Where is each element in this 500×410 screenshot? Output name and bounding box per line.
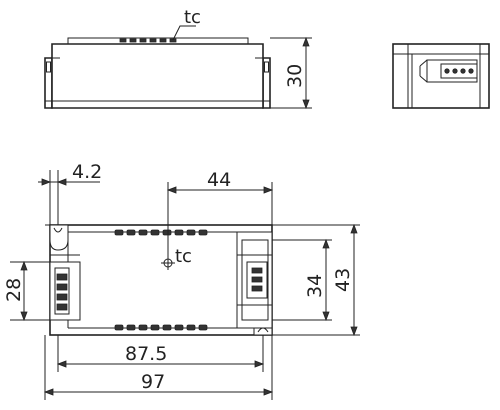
plan-view: tc 4.2 44 28 34 43 xyxy=(3,161,360,400)
side-vent-slots xyxy=(119,38,177,43)
tc-label-side: tc xyxy=(184,7,201,28)
dim-inner-width-label: 34 xyxy=(304,274,326,298)
plan-vent-slots-top xyxy=(114,229,208,236)
dim-mounting-length-label: 87.5 xyxy=(125,343,167,365)
tc-label-plan: tc xyxy=(175,246,192,267)
dim-terminal-width-label: 28 xyxy=(3,278,25,302)
dim-offset-label: 4.2 xyxy=(72,161,102,183)
dim-spacing-label: 44 xyxy=(207,169,231,191)
terminal-block-left xyxy=(49,254,81,321)
terminal-block-right xyxy=(236,231,273,329)
plan-vent-slots-bottom xyxy=(114,324,208,331)
dim-overall-width-label: 43 xyxy=(332,268,354,292)
tc-point xyxy=(161,256,175,270)
end-view xyxy=(392,43,490,109)
dim-overall-length-label: 97 xyxy=(141,371,165,393)
side-view: tc 30 xyxy=(44,7,312,110)
dim-height-label: 30 xyxy=(284,64,306,88)
